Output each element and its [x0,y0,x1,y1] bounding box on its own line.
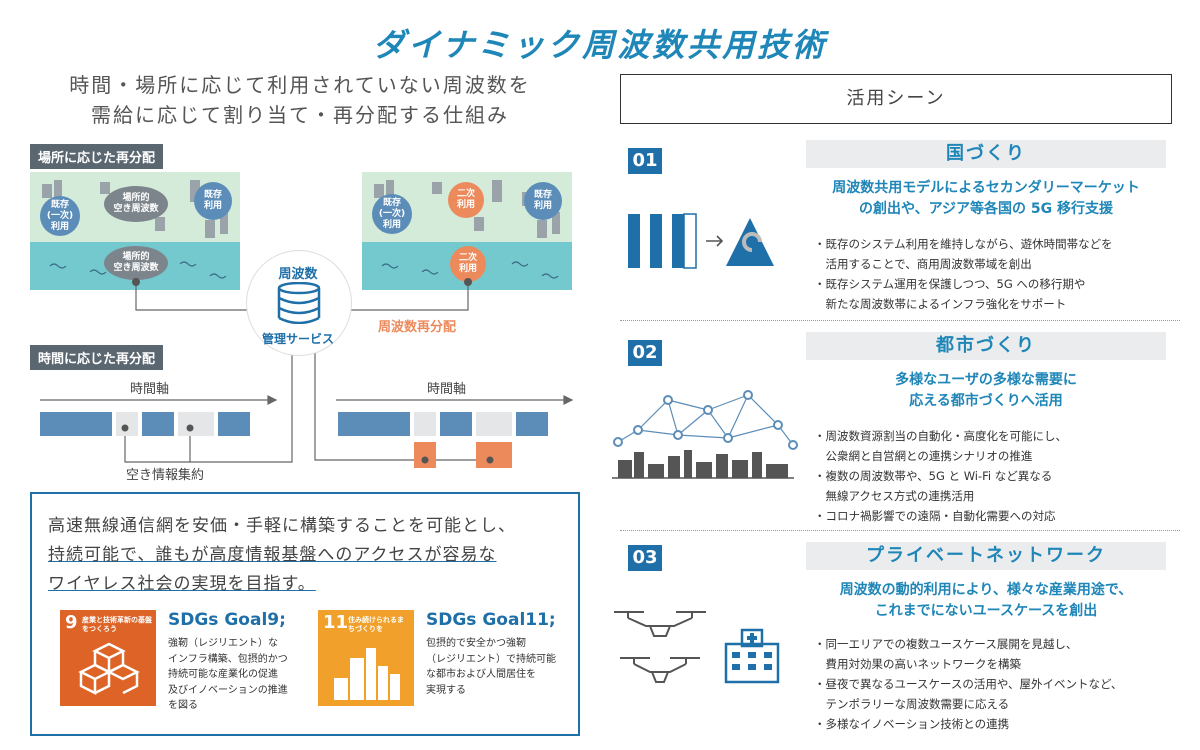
item3-lead-line1: 周波数の動的利用により、様々な産業用途で、 [839,582,1133,598]
item1-number: 01 [628,148,662,174]
vision-line1: 高速無線通信網を安価・手軽に構築することを可能とし、 [48,516,516,536]
time-redistribution-label: 時間に応じた再分配 [30,345,164,370]
subtitle: 時間・場所に応じて利用されていない周波数を 需給に応じて割り当て・再分配する仕組… [30,70,570,130]
sdg9-tile: 9 産業と技術革新の基盤をつくろう [60,610,156,706]
existing-primary-bubble-left: 既存 (一次) 利用 [40,196,80,236]
divider-2 [620,530,1180,531]
item3-bullet: テンポラリーな周波数需要に応える [814,697,1010,711]
item1-category: 国づくり [806,140,1166,168]
sdg9-desc-line: を図る [168,700,198,711]
time-axis-label-right: 時間軸 [427,382,467,397]
time-axis-label-left: 時間軸 [130,382,170,397]
database-icon [277,282,321,324]
sdg11-tile-text: 住み続けられるまちづくりを [348,616,404,633]
item2-category: 都市づくり [806,332,1166,360]
existing-primary-bubble-right: 既存 (一次) 利用 [372,194,412,234]
cubes-icon [78,642,140,696]
subtitle-line1: 時間・場所に応じて利用されていない周波数を [69,73,531,97]
vacant-info-label: 空き情報集約 [126,468,205,483]
item2-lead: 多様なユーザの多様な需要に 応える都市づくりへ活用 [806,370,1166,412]
center-top-label: 周波数 [278,267,318,282]
sdg11-goal: SDGs Goal11; [426,610,556,630]
item1-lead: 周波数共用モデルによるセカンダリーマーケット の創出や、アジア等各国の 5G 移… [806,178,1166,220]
item3-bullet: ・同一エリアでの複数ユースケース展開を見越し、 [814,637,1078,651]
item1-bullet: ・既存のシステム利用を維持しながら、遊休時間帯などを [814,237,1113,251]
item3-category: プライベートネットワーク [806,542,1166,570]
existing-bubble-right: 既存 利用 [524,182,562,220]
smart-city-network-icon [612,390,798,479]
subtitle-line2: 需給に応じて割り当て・再分配する仕組み [91,103,509,127]
item2-bullets: ・周波数資源割当の自動化・高度化を可能にし、 公衆網と自営網との連携シナリオの推… [814,428,1164,528]
item3-lead: 周波数の動的利用により、様々な産業用途で、 これまでにないユースケースを創出 [806,580,1166,622]
item2-bullet: ・コロナ禍影響での遠隔・自動化需要への対応 [814,509,1056,523]
sdg11-desc-line: 実現する [426,684,466,696]
item3-bullet: ・昼夜で異なるユースケースの活用や、屋外イベントなど、 [814,677,1123,691]
item2-bullet: ・周波数資源割当の自動化・高度化を可能にし、 [814,429,1067,443]
sdg9-goal: SDGs Goal9; [168,610,286,630]
sdg9-desc-line: 強靭（レジリエント）な [168,638,278,649]
sdg11-number: 11 [323,612,349,633]
page-title: ダイナミック周波数共用技術 [372,26,828,64]
item3-bullet: ・多様なイノベーション技術との連携 [814,717,1010,731]
sdg9-desc-line: 及びイノベーションの推進 [168,684,288,696]
item2-number: 02 [628,340,662,366]
item2-lead-line1: 多様なユーザの多様な需要に [895,372,1077,388]
place-redistribution-label: 場所に応じた再分配 [30,144,164,169]
hospital-icon [724,628,780,684]
sdg9-desc-line: 持続可能な産業化の促進 [168,669,278,680]
migration-icon [628,213,774,269]
vision-box [30,492,580,736]
center-bottom-label: 管理サービス [261,332,334,346]
vision-line3: ワイヤレス社会の実現を目指す。 [48,574,316,594]
item2-bullet: 無線アクセス方式の連携活用 [814,489,975,503]
item1-bullets: ・既存のシステム利用を維持しながら、遊休時間帯などを 活用することで、商用周波数… [814,236,1164,316]
divider-1 [620,320,1180,321]
sdg9-tile-text: 産業と技術革新の基盤をつくろう [82,616,152,633]
item1-lead-line2: の創出や、アジア等各国の 5G 移行支援 [859,201,1113,217]
item3-bullet: 費用対効果の高いネットワークを構築 [814,657,1021,671]
sdg11-description: 包摂的で安全かつ強靭 （レジリエント）で持続可能 な都市および人間居住を 実現す… [426,636,566,698]
time-axis-diagram [40,395,574,468]
sdg11-tile: 11 住み続けられるまちづくりを [318,610,414,706]
item2-lead-line2: 応える都市づくりへ活用 [909,393,1063,409]
sdg11-desc-line: な都市および人間居住を [426,669,536,680]
drone-icon [614,611,706,683]
item1-bullet: 新たな周波数帯によるインフラ強化をサポート [814,297,1067,311]
item3-number: 03 [628,545,662,571]
scene-title: 活用シーン [620,74,1172,124]
secondary-bubble-land: 二次 利用 [448,182,484,218]
item1-lead-line1: 周波数共用モデルによるセカンダリーマーケット [832,180,1140,196]
item3-lead-line2: これまでにないユースケースを創出 [874,603,1098,619]
sdg9-description: 強靭（レジリエント）な インフラ構築、包摂的かつ 持続可能な産業化の促進 及びイ… [168,636,308,714]
sdg11-desc-line: 包摂的で安全かつ強靭 [426,638,526,649]
item3-bullets: ・同一エリアでの複数ユースケース展開を見越し、 費用対効果の高いネットワークを構… [814,636,1174,736]
item2-bullet: 公衆網と自営網との連携シナリオの推進 [814,449,1033,463]
item1-bullet: 活用することで、商用周波数帯域を創出 [814,257,1032,271]
sdg9-number: 9 [65,612,78,633]
vacant-bubble-water: 場所的 空き周波数 [104,246,168,280]
redistribute-label: 周波数再分配 [378,320,457,335]
existing-bubble-left: 既存 利用 [194,182,232,220]
secondary-bubble-water: 二次 利用 [450,246,486,282]
item2-bullet: ・複数の周波数帯や、5G と Wi-Fi など異なる [814,469,1053,483]
sdg9-desc-line: インフラ構築、包摂的かつ [168,653,288,665]
item1-bullet: ・既存システム運用を保護しつつ、5G への移行期や [814,277,1086,291]
vision-line2: 持続可能で、誰もが高度情報基盤へのアクセスが容易な [48,545,497,565]
city-buildings-icon [334,648,400,700]
vacant-bubble-land: 場所的 空き周波数 [104,186,168,222]
sdg11-desc-line: （レジリエント）で持続可能 [426,653,556,665]
vision-text: 高速無線通信網を安価・手軽に構築することを可能とし、 持続可能で、誰もが高度情報… [48,512,568,599]
